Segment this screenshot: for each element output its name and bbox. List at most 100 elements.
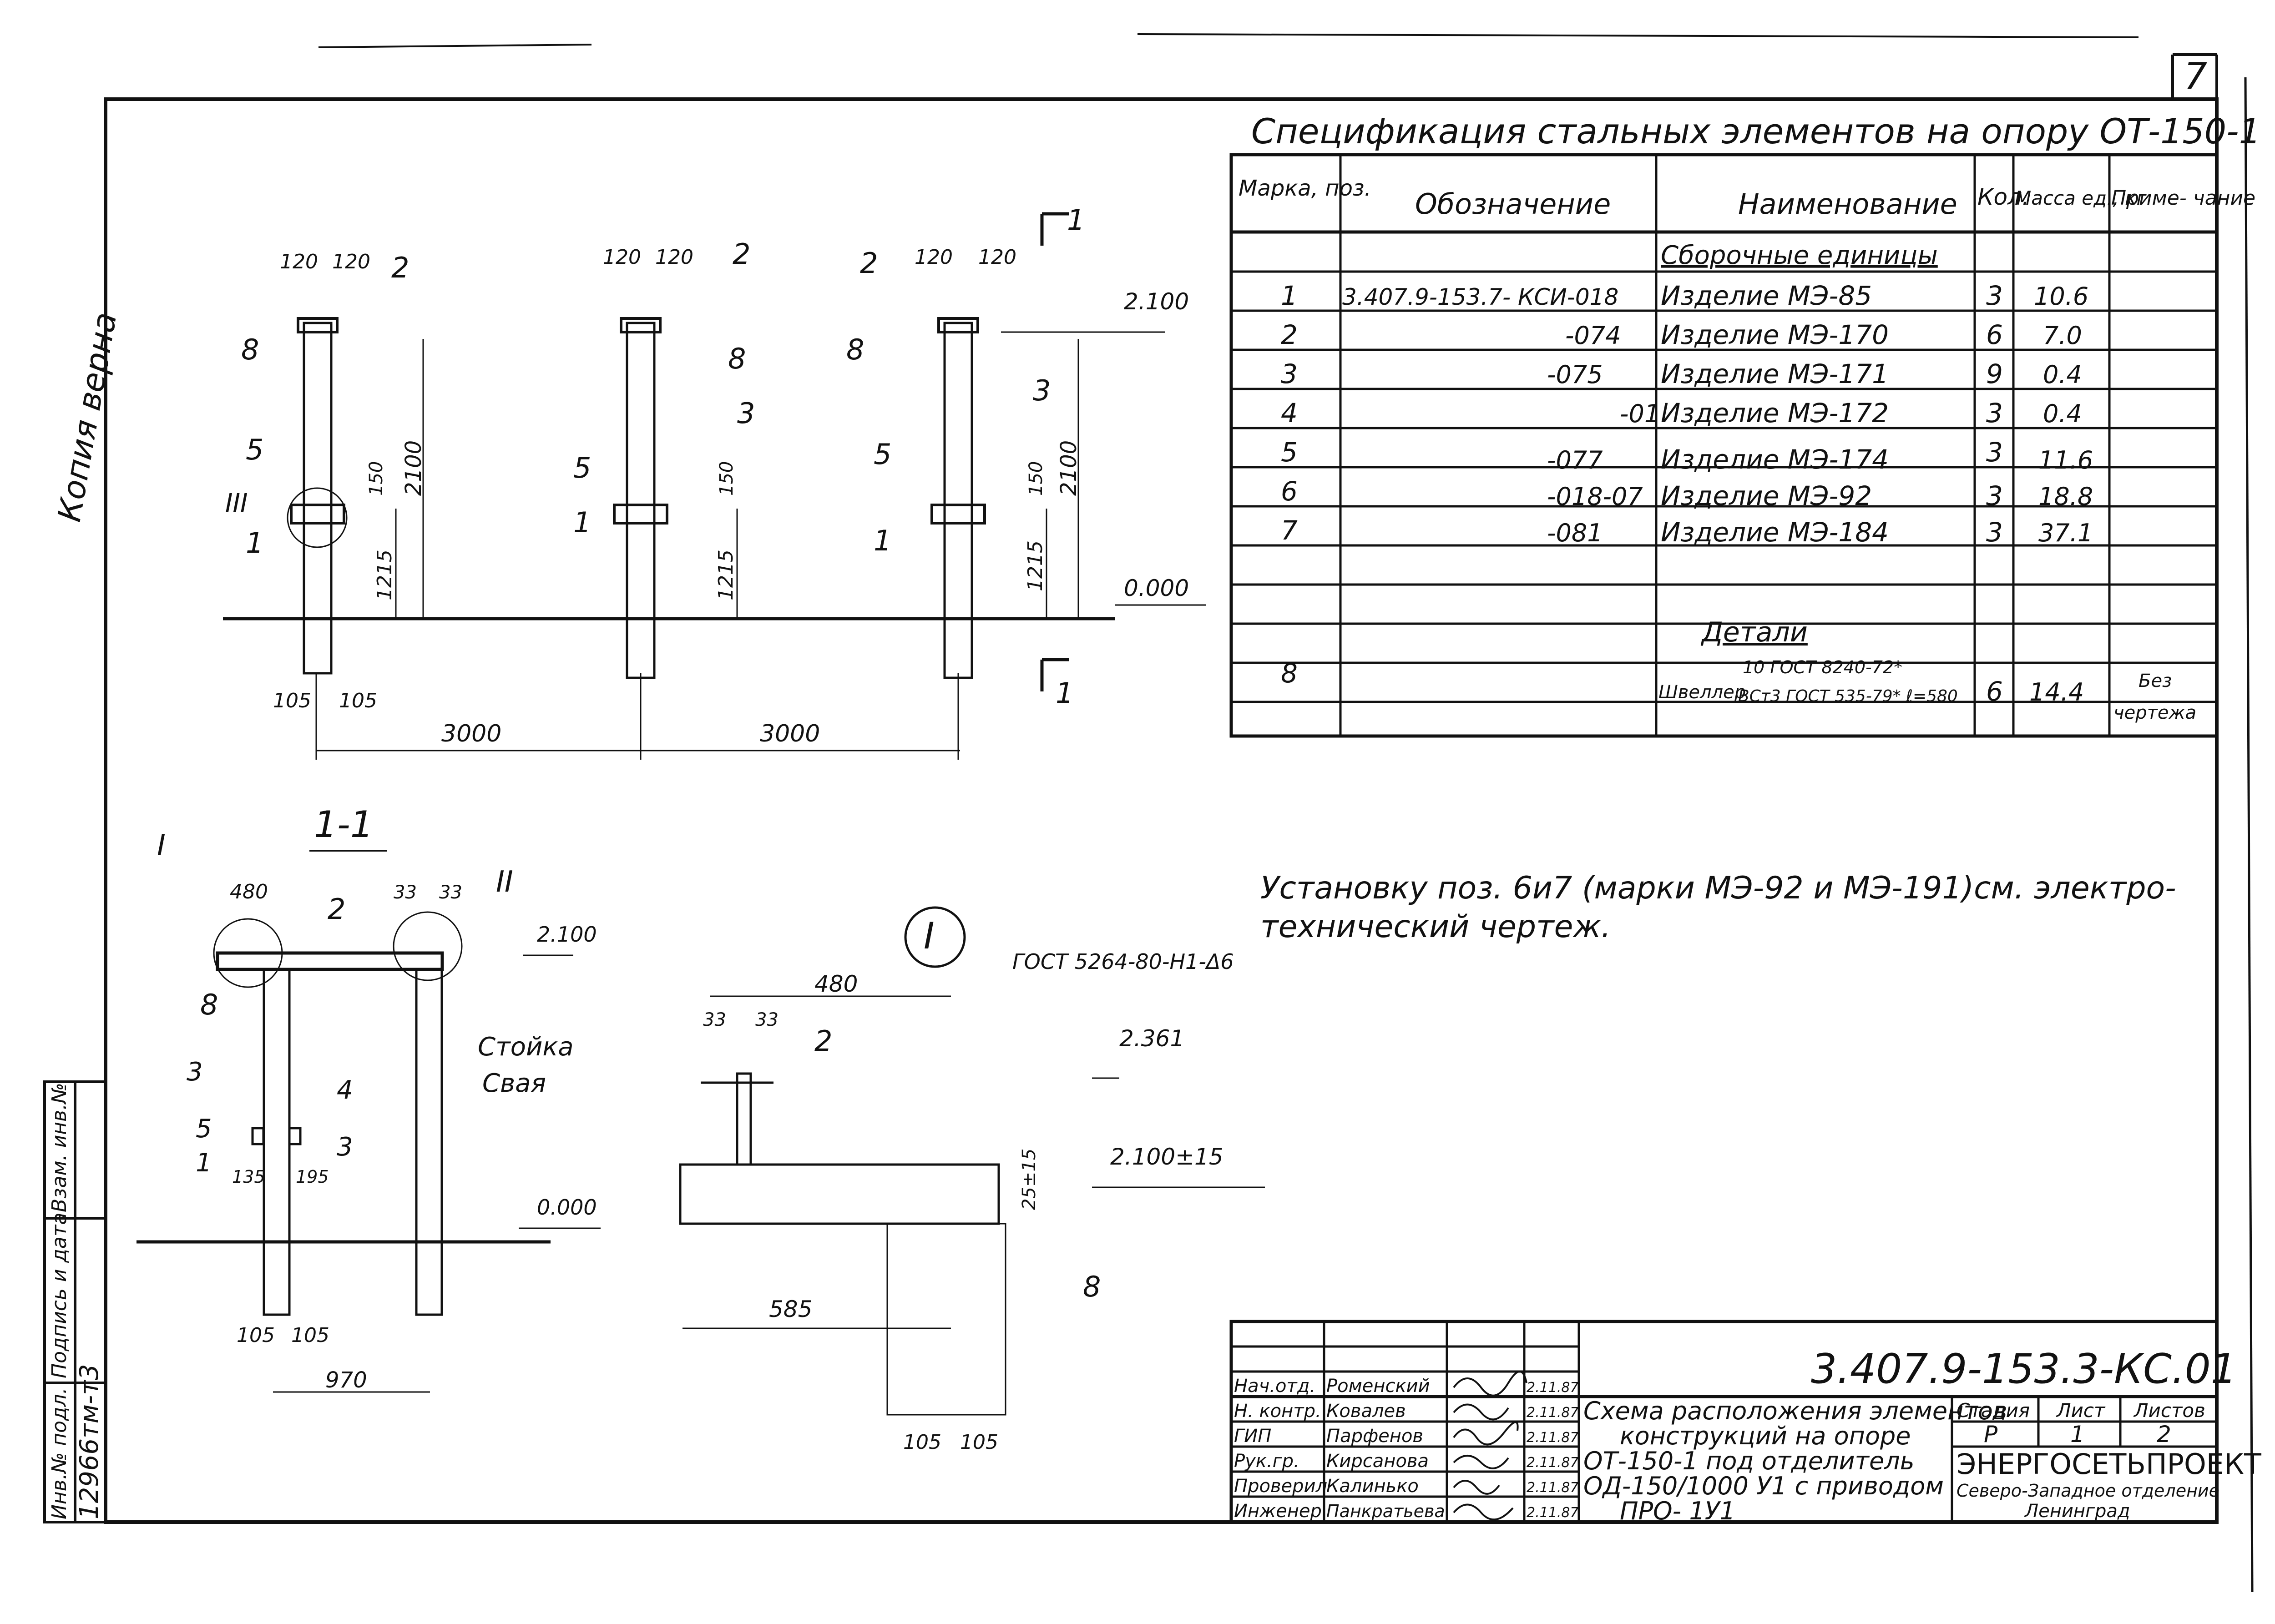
elev-pos-8b: 8 (728, 342, 746, 375)
tb-role-2: ГИП (1234, 1426, 1271, 1447)
tb-role-5: Инженер (1234, 1501, 1322, 1522)
elev-dim-150a: 150 (366, 461, 387, 496)
spec-r3-pos: 3 (1281, 358, 1298, 389)
tb-title-4: ОД-150/1000 У1 с приводом (1583, 1472, 1944, 1500)
sec-pos-3b: 3 (337, 1132, 353, 1162)
sec-pos-1: 1 (196, 1148, 212, 1178)
spec-r3-qty: 9 (1986, 358, 2003, 389)
tb-date-1: 2.11.87 (1527, 1405, 1579, 1421)
stamp-label-inv: Инв.№ подл. (48, 1387, 71, 1519)
spec-r8-qty: 6 (1986, 676, 2003, 707)
elev-dim-3000b: 3000 (760, 720, 820, 747)
sec-dim-33a: 33 (394, 882, 417, 903)
elev-pos-1b: 1 (573, 506, 591, 539)
tb-title-2: конструкций на опоре (1620, 1422, 1911, 1450)
spec-r8-pos: 8 (1281, 658, 1298, 689)
elev-pos-8c: 8 (846, 333, 864, 366)
title-block-text: 3.407.9-153.3-КС.01 Схема расположения э… (1234, 1345, 2262, 1525)
spec-r5-mass: 11.6 (2038, 446, 2093, 474)
tb-date-2: 2.11.87 (1527, 1430, 1579, 1446)
tb-role-0: Нач.отд. (1234, 1376, 1315, 1397)
elev-pos-1c: 1 (874, 524, 891, 557)
tb-title-1: Схема расположения элементов (1583, 1397, 2007, 1425)
note-line-2: технический чертеж. (1260, 909, 1611, 945)
elev-pos-2b: 2 (733, 237, 750, 271)
spec-r7-name: Изделие МЭ-184 (1661, 517, 1889, 548)
elev-pos-2a: 2 (391, 251, 409, 284)
spec-r2-name: Изделие МЭ-170 (1661, 319, 1889, 350)
sec-dim-195: 195 (296, 1167, 329, 1187)
sec-roman-1: I (157, 829, 166, 862)
spec-r7-qty: 3 (1986, 517, 2003, 548)
elev-pos-8a: 8 (241, 333, 259, 366)
tb-name-4: Калинько (1326, 1476, 1419, 1497)
spec-r6-mass: 18.8 (2038, 482, 2093, 511)
tb-role-3: Рук.гр. (1234, 1451, 1299, 1472)
spec-table-header: Марка, поз. Обозначение Наименование Кол… (1239, 176, 2255, 648)
elev-section-mark-top: 1 (1067, 203, 1085, 237)
spec-r2-qty: 6 (1986, 319, 2003, 350)
spec-r8-note-2: чертежа (2113, 702, 2196, 723)
spec-r3-code: -075 (1547, 360, 1603, 389)
elev-dim-2100a: 2100 (401, 440, 426, 496)
tb-date-4: 2.11.87 (1527, 1480, 1579, 1496)
elev-roman-3: III (225, 489, 248, 518)
page-number: 7 (2184, 55, 2207, 97)
detail-I-labels: I ГОСТ 5264-80-Н1-Δ6 480 33 33 2 2.361 2… (703, 915, 1234, 1454)
margin-note: Копия верна (51, 309, 124, 525)
det-dim-105b: 105 (960, 1431, 998, 1454)
tb-name-0: Роменский (1326, 1376, 1430, 1397)
spec-h-name: Наименование (1738, 187, 1957, 221)
sec-dim-105b: 105 (291, 1324, 329, 1347)
left-stamp-strip (43, 1080, 107, 1523)
sec-roman-2: II (496, 865, 513, 899)
spec-title: Спецификация стальных элементов на опору… (1251, 111, 2261, 151)
elev-pos-5b: 5 (573, 451, 591, 484)
det-pos-2: 2 (814, 1024, 832, 1058)
spec-r7-pos: 7 (1281, 515, 1298, 546)
section-1-1-labels: 1-1 I II 480 33 33 2 8 2.100 Стойка Свая… (157, 803, 597, 1393)
elev-level-2100: 2.100 (1124, 288, 1189, 315)
spec-r6-qty: 3 (1986, 480, 2003, 511)
spec-r1-code: 3.407.9-153.7- КСИ-018 (1342, 284, 1618, 310)
sec-pos-5: 5 (196, 1114, 212, 1144)
elev-dim-3000a: 3000 (441, 720, 501, 747)
elev-dim-1215b: 1215 (714, 550, 738, 600)
tb-stage-header: Стадия (1956, 1399, 2030, 1422)
stamp-inv-number: 12966тм-т3 (75, 1364, 104, 1519)
elev-pos-3a: 3 (737, 397, 755, 430)
tb-role-4: Проверил (1234, 1476, 1327, 1497)
section-1-1-view (136, 850, 601, 1393)
spec-r6-pos: 6 (1281, 476, 1298, 507)
sheet-frame (104, 33, 2254, 1593)
sec-label-svaya: Свая (482, 1069, 546, 1098)
spec-r1-mass: 10.6 (2034, 282, 2088, 311)
spec-r4-name: Изделие МЭ-172 (1661, 398, 1889, 429)
spec-group-details: Детали (1700, 616, 1808, 648)
elev-dim-120a: 120 (280, 250, 318, 273)
spec-r6-code: -018-07 (1547, 482, 1643, 511)
elev-dim-2100b: 2100 (1056, 440, 1082, 496)
spec-r8-name-prefix: Швеллер (1658, 682, 1746, 703)
sec-dim-33b: 33 (439, 882, 462, 903)
spec-r3-mass: 0.4 (2043, 360, 2082, 389)
spec-h-note: Приме- чание (2111, 187, 2255, 210)
sec-dim-480: 480 (230, 880, 268, 903)
tb-date-0: 2.11.87 (1527, 1380, 1579, 1396)
tb-sheet-header: Лист (2056, 1399, 2106, 1422)
elev-pos-5a: 5 (246, 433, 263, 466)
tb-org-branch: Северо-Западное отделение (1956, 1481, 2219, 1501)
elev-dim-105a: 105 (273, 689, 311, 712)
det-dim-33b: 33 (755, 1009, 779, 1030)
sec-dim-135: 135 (232, 1167, 265, 1187)
tb-name-2: Парфенов (1326, 1426, 1423, 1447)
sec-level-2100: 2.100 (537, 922, 597, 947)
det-pos-8: 8 (1083, 1270, 1101, 1303)
spec-r4-code: -01 (1620, 399, 1660, 428)
spec-r7-mass: 37.1 (2038, 519, 2093, 547)
spec-h-qty: Кол. (1977, 184, 2029, 210)
spec-r6-name: Изделие МЭ-92 (1661, 480, 1872, 511)
elev-dim-150b: 150 (716, 461, 737, 496)
stamp-label-vzam: Взам. инв.№ (48, 1083, 71, 1212)
